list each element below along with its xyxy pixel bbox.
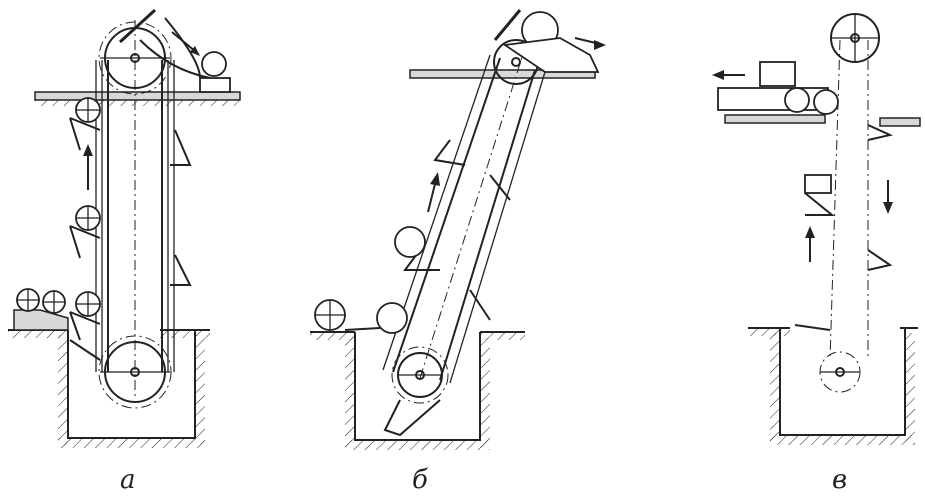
pit-v xyxy=(770,328,915,445)
pit-b xyxy=(345,332,490,450)
upper-floor-b xyxy=(409,69,596,79)
feed-b xyxy=(314,299,408,334)
conveyor-b xyxy=(382,39,546,404)
ground-v xyxy=(748,327,918,336)
upper-floor-a xyxy=(34,91,241,106)
ground-b xyxy=(310,331,525,340)
upper-floor-v xyxy=(724,114,921,127)
feed-table-a xyxy=(13,288,69,331)
shelves-v xyxy=(794,124,894,331)
panel-b: б xyxy=(310,9,606,495)
panel-a: а xyxy=(8,8,241,495)
panel-label-v: в xyxy=(832,465,847,495)
panel-label-b: б xyxy=(412,465,428,495)
discharge-chute-b xyxy=(493,9,606,73)
up-arrow-b xyxy=(427,172,440,213)
boot-b xyxy=(383,399,441,437)
panel-label-a: а xyxy=(120,465,136,495)
pit-a xyxy=(58,330,205,448)
cradles-right-a xyxy=(170,129,192,286)
cradles-left-a xyxy=(69,97,101,361)
chain-v xyxy=(819,13,880,393)
arrows-v xyxy=(805,180,893,262)
cradles-b xyxy=(394,139,511,321)
up-arrow-a xyxy=(83,144,93,190)
conveyor-a xyxy=(95,20,175,409)
discharge-chute-a xyxy=(118,8,231,93)
discharge-v xyxy=(712,61,839,115)
panel-v: в xyxy=(712,13,921,495)
